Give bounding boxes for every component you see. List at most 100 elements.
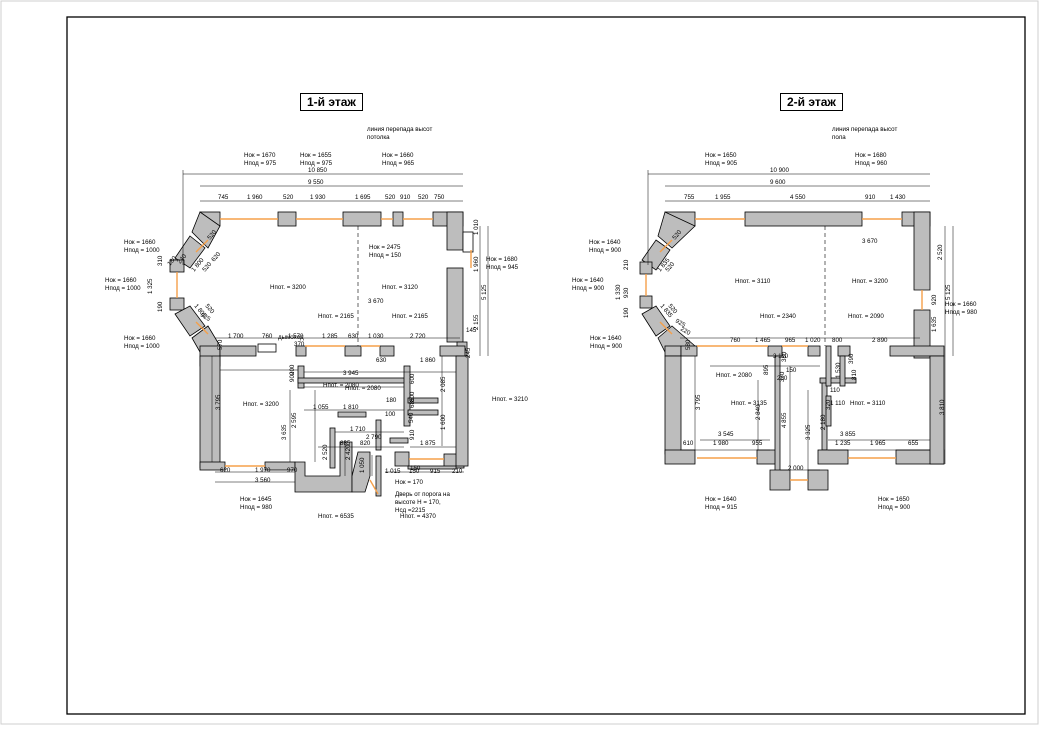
dimension-label: 1 810 bbox=[343, 404, 359, 411]
dimension-label: 2 840 bbox=[755, 404, 762, 420]
dimension-label: 745 bbox=[218, 194, 229, 201]
window-sill-label: Hпод = 900 bbox=[572, 285, 605, 292]
dimension-label: 3 855 bbox=[840, 431, 856, 438]
dimension-label: 3 810 bbox=[939, 399, 946, 415]
ceiling-height-label: Hпот. = 3200 bbox=[270, 284, 306, 291]
dimension-label: 885 bbox=[340, 440, 351, 447]
dimension-label: 760 bbox=[730, 337, 741, 344]
window-height-label: Hок = 1655 bbox=[300, 152, 332, 159]
floor2-plan bbox=[639, 211, 945, 491]
dimension-label: 190 bbox=[157, 301, 164, 312]
dimension-label: 610 bbox=[683, 440, 694, 447]
dimension-label: 245 bbox=[465, 347, 472, 358]
dimension-label: 4 855 bbox=[781, 412, 788, 428]
window-sill-label: Hпод = 900 bbox=[878, 504, 911, 511]
dimension-label: 110 bbox=[830, 387, 840, 394]
window-sill-label: Hпод = 1000 bbox=[124, 247, 160, 254]
ceiling-height-label: Hпот. = 2165 bbox=[392, 313, 428, 320]
dimension-label: 540 bbox=[408, 412, 415, 423]
dimension-label: 1 020 bbox=[805, 337, 821, 344]
dimension-label: 820 bbox=[360, 440, 371, 447]
dimension-label: 1 695 bbox=[355, 194, 371, 201]
dimension-label: 2 420 bbox=[345, 444, 352, 460]
ceiling-height-label: Hпот. = 2340 bbox=[760, 313, 796, 320]
dimension-label: 100 bbox=[385, 411, 396, 418]
dimension-label: 2 085 bbox=[440, 376, 447, 392]
window-sill-label: Hпод = 915 bbox=[705, 504, 738, 511]
dimension-label: 570 bbox=[217, 339, 224, 350]
dimension-label: 620 bbox=[210, 250, 222, 263]
dimension-label: 910 bbox=[409, 429, 416, 440]
dimension-label: 380 bbox=[781, 351, 788, 362]
dimension-label: 2 790 bbox=[366, 434, 382, 441]
dimension-label: 520 bbox=[385, 194, 396, 201]
dimension-label: 3 545 bbox=[718, 431, 734, 438]
dimension-label: 280 bbox=[777, 375, 788, 382]
dimension-label: 3 670 bbox=[368, 298, 384, 305]
ceiling-step-note: линия перепада высот bbox=[367, 126, 432, 133]
dimension-label: 3 635 bbox=[281, 424, 288, 440]
door-note: Дверь от порога на bbox=[395, 491, 450, 498]
dimension-label: 1 330 bbox=[615, 284, 622, 300]
dimension-label: 1 960 bbox=[473, 256, 480, 272]
dimension-label: 1 015 bbox=[385, 468, 401, 475]
window-sill-label: Hпод = 900 bbox=[590, 343, 623, 350]
window-sill-label: Hпод = 980 bbox=[945, 309, 978, 316]
dimension-label: 900 bbox=[289, 371, 296, 382]
window-height-label: Hок = 1640 bbox=[589, 239, 621, 246]
floor2-title: 2-й этаж bbox=[780, 93, 843, 111]
ceiling-height-label: Hпот. = 2080 bbox=[345, 385, 381, 392]
window-sill-label: Hпод = 960 bbox=[855, 160, 888, 167]
ceiling-height-label: Hпот. = 3110 bbox=[850, 400, 886, 407]
ceiling-step-note: потолка bbox=[367, 134, 390, 141]
window-height-label: Hок = 1650 bbox=[878, 496, 910, 503]
dimension-label: 1 635 bbox=[931, 316, 938, 332]
dimension-label: 320 bbox=[825, 399, 832, 410]
dimension-label: 3 325 bbox=[805, 424, 812, 440]
dimension-label: 210 bbox=[452, 468, 463, 475]
window-height-label: Hок = 1650 bbox=[705, 152, 737, 159]
dimension-label: 1 235 bbox=[835, 440, 851, 447]
dimension-label: 580 bbox=[685, 339, 692, 350]
dimension-label: 1 430 bbox=[890, 194, 906, 201]
dimension-label: 1 965 bbox=[870, 440, 886, 447]
dimension-label: 2 520 bbox=[322, 444, 329, 460]
window-height-label: Hок = 1680 bbox=[855, 152, 887, 159]
window-height-label: Hок = 1640 bbox=[705, 496, 737, 503]
dimension-label: 3 670 bbox=[862, 238, 878, 245]
ceiling-height-label: Hпот. = 3200 bbox=[243, 401, 279, 408]
dimension-label: 955 bbox=[752, 440, 763, 447]
dimension-label: 1 710 bbox=[350, 426, 366, 433]
ceiling-height-label: Hпот. = 4370 bbox=[400, 513, 436, 520]
dimension-label: 190 bbox=[623, 307, 630, 318]
floor-step-note: линия перепада высот bbox=[832, 126, 897, 133]
dimension-label: 1 285 bbox=[322, 333, 338, 340]
dimension-label: 1 875 bbox=[420, 440, 436, 447]
dimension-label: 620 bbox=[220, 467, 231, 474]
dimension-label: 1 570 bbox=[288, 333, 304, 340]
window-height-label: Hок = 1660 bbox=[124, 335, 156, 342]
window-height-label: Hок = 1640 bbox=[590, 335, 622, 342]
dimension-label: 9 600 bbox=[770, 179, 786, 186]
floor1-dimension-lines bbox=[182, 170, 489, 483]
dimension-label: 150 bbox=[410, 465, 421, 472]
dimension-label: 750 bbox=[434, 194, 445, 201]
dimension-label: 915 bbox=[430, 468, 441, 475]
dimension-label: 930 bbox=[623, 287, 630, 298]
dimension-label: 685 bbox=[409, 397, 416, 408]
ceiling-height-label: Hпот. = 6535 bbox=[318, 513, 354, 520]
dimension-label: 220 bbox=[679, 326, 692, 338]
dimension-label: 910 bbox=[400, 194, 411, 201]
dimension-label: 755 bbox=[684, 194, 695, 201]
dimension-label: 1 860 bbox=[420, 357, 436, 364]
dimension-label: 310 bbox=[157, 255, 164, 266]
dimension-label: 3 560 bbox=[255, 477, 271, 484]
flue-label: дымоход bbox=[278, 334, 304, 341]
window-height-label: Hок = 1680 bbox=[486, 256, 518, 263]
dimension-label: 630 bbox=[376, 357, 387, 364]
dimension-label: 1 700 bbox=[228, 333, 244, 340]
